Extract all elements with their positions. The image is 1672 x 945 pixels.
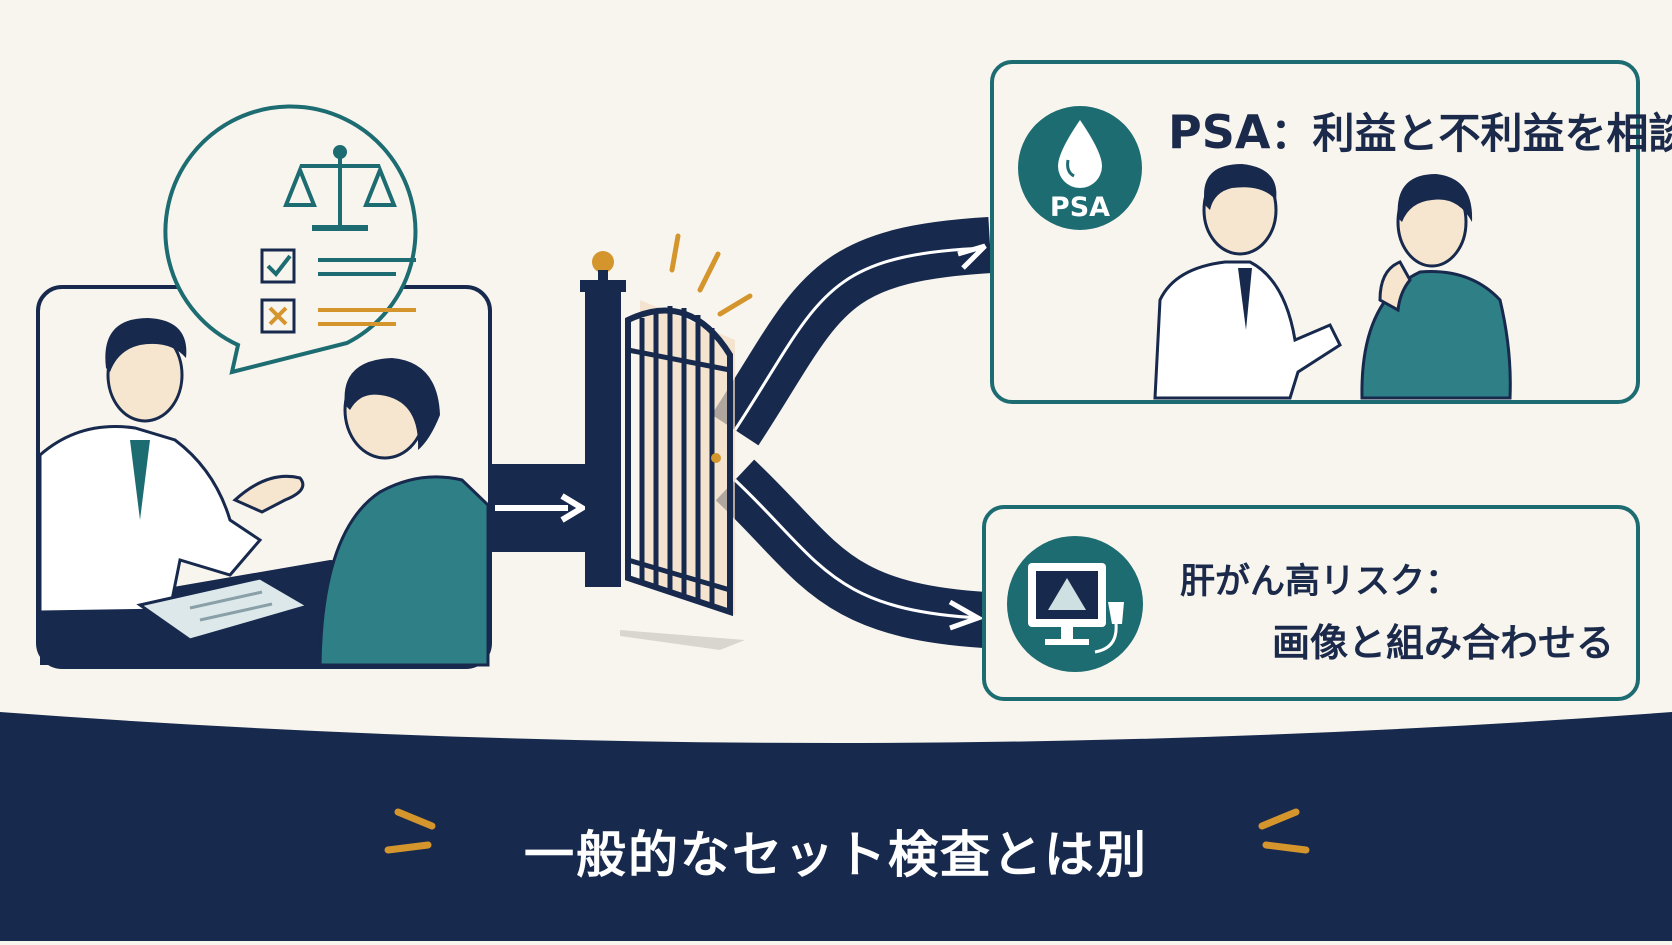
branch-road-upper [711, 217, 992, 446]
checkbox-checked-icon [260, 248, 296, 284]
liver-imaging-panel [982, 505, 1640, 701]
bottom-banner [0, 712, 1672, 941]
checkbox-crossed-icon [260, 298, 296, 334]
psa-panel-title: PSA：利益と不利益を相談 [1168, 100, 1672, 161]
psa-title-rest: ：利益と不利益を相談 [1270, 109, 1672, 158]
scales-icon [283, 145, 397, 231]
gate-icon [580, 251, 745, 650]
liver-panel-title-line1: 肝がん高リスク： [1180, 562, 1461, 602]
ultrasound-monitor-icon [1028, 563, 1124, 654]
banner-spark-left-icon [384, 808, 436, 854]
gate-burst-icon [669, 233, 753, 317]
branch-road-lower [715, 459, 987, 648]
banner-spark-right-icon [1258, 808, 1310, 854]
arrow-to-gate [490, 464, 590, 552]
consultation-panel [36, 285, 492, 669]
liver-panel-title-line2: 画像と組み合わせる [1272, 621, 1615, 665]
psa-panel [990, 60, 1640, 404]
speech-bubble [163, 104, 418, 375]
banner-caption: 一般的なセット検査とは別 [524, 826, 1148, 884]
psa-badge-label: PSA [1049, 192, 1111, 223]
psa-title-prefix: PSA [1168, 105, 1271, 159]
